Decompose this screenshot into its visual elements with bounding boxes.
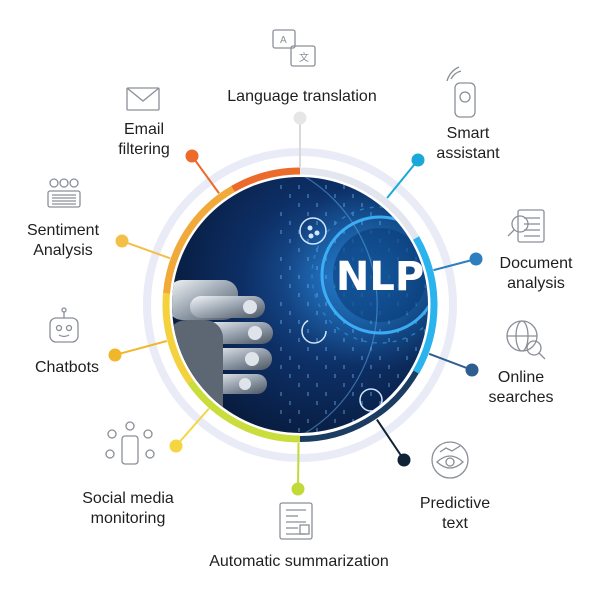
node-dot-sentiment-analysis (115, 234, 129, 248)
connector-smart-assistant (386, 159, 419, 199)
label-online-searches: Online searches (488, 369, 554, 406)
node-dot-chatbots (108, 348, 122, 362)
node-dot-social-media-monitoring (169, 439, 183, 453)
eye-chart-icon (431, 441, 469, 479)
connector-automatic-summarization (297, 442, 300, 490)
translation-icon: A文 (272, 29, 316, 67)
item-icons: A文 (47, 29, 546, 540)
center-title: NLP (336, 254, 424, 300)
label-predictive-text: Predictive text (419, 495, 491, 532)
node-dot-smart-assistant (411, 153, 425, 167)
document-search-icon (507, 209, 545, 243)
emotion-keyboard-icon (47, 178, 81, 208)
node-dot-language-translation (293, 111, 307, 125)
rim-arc-lime (187, 379, 301, 443)
connector-online-searches (428, 352, 473, 371)
node-dot-email-filtering (185, 149, 199, 163)
globe-search-icon (506, 320, 546, 360)
summary-document-icon (279, 502, 313, 540)
connector-predictive-text (376, 419, 405, 461)
phone-social-icon (105, 421, 155, 465)
node-dot-document-analysis (469, 252, 483, 266)
svg-text:A: A (280, 35, 287, 46)
node-dot-automatic-summarization (291, 482, 305, 496)
rim-arc-yellow (162, 293, 194, 384)
connector-document-analysis (433, 258, 477, 272)
item-nodes (108, 111, 483, 496)
label-language-translation: Language translation (227, 88, 377, 105)
molecule-icon (299, 217, 327, 245)
label-social-media-monitoring: Social media monitoring (82, 490, 174, 527)
rim-arc-top (299, 167, 420, 240)
robot-chat-icon (49, 307, 79, 343)
rim-arc-orange (231, 167, 301, 193)
rim-arcs (162, 167, 438, 443)
label-document-analysis: Document analysis (499, 255, 573, 292)
node-dot-predictive-text (397, 453, 411, 467)
rim-arc-blue (413, 236, 438, 374)
rim-arc-navy (299, 370, 419, 442)
rim-arc-amber (163, 185, 235, 294)
center-image (172, 177, 428, 433)
connector-lines (114, 118, 477, 490)
signal-icon (359, 388, 383, 412)
connector-social-media-monitoring (175, 407, 210, 447)
connector-email-filtering (191, 155, 220, 194)
label-automatic-summarization: Automatic summarization (209, 553, 389, 570)
connector-chatbots (114, 340, 168, 356)
label-smart-assistant: Smart assistant (436, 125, 500, 162)
label-sentiment-analysis: Sentiment Analysis (26, 222, 100, 259)
smart-speaker-icon (446, 66, 476, 118)
svg-text:文: 文 (299, 51, 309, 64)
label-email-filtering: Email filtering (118, 121, 170, 158)
refresh-icon (301, 318, 327, 344)
connector-sentiment-analysis (121, 240, 171, 260)
label-chatbots: Chatbots (34, 359, 100, 376)
node-dot-online-searches (465, 363, 479, 377)
envelope-icon (126, 87, 160, 111)
